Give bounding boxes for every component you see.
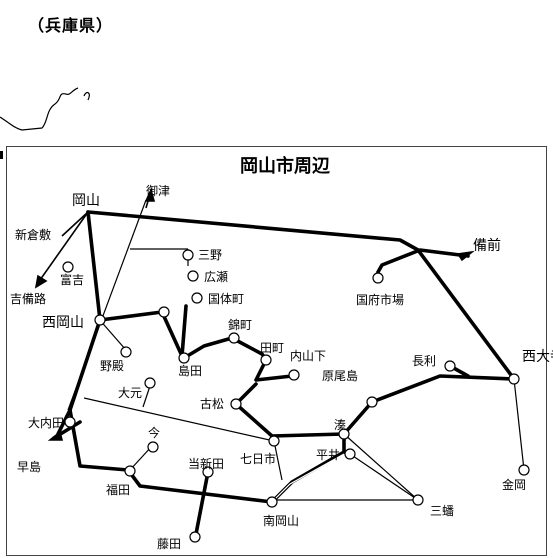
label-minato: 湊 — [334, 418, 347, 432]
station-haraoshima — [366, 396, 378, 408]
station-hirai — [344, 448, 356, 460]
station-kanaoka — [518, 464, 530, 476]
station-kokufu — [372, 272, 384, 284]
station-imamura — [147, 441, 159, 453]
station-minato — [338, 428, 350, 440]
station-fukuda — [124, 465, 136, 477]
label-mino: 三野 — [198, 248, 223, 262]
road-double-line — [269, 453, 345, 505]
label-okayama: 岡山 — [72, 193, 100, 209]
station-nanokaichi — [268, 435, 280, 447]
label-hirai: 平井 — [316, 448, 341, 462]
station-hirose — [187, 270, 199, 282]
label-minamiokayama: 南岡山 — [263, 514, 300, 528]
label-nodono: 野殿 — [100, 359, 125, 373]
label-nishikimachi: 錦町 — [228, 318, 253, 332]
map-frame — [6, 146, 547, 556]
station-ohmoto — [144, 377, 156, 389]
road-furumatsu — [234, 382, 346, 438]
arrows — [34, 187, 475, 441]
label-ouchida: 大内田 — [28, 416, 65, 430]
road-toshinden — [194, 470, 210, 536]
stations — [62, 249, 530, 543]
label-toshinden: 当新田 — [188, 457, 225, 471]
label-kibiji: 吉備路 — [10, 292, 47, 306]
station-shimada — [178, 352, 190, 364]
station-saidaiji — [508, 373, 520, 385]
station-minamiokayama — [266, 496, 278, 508]
road-okayama-bizen — [86, 210, 516, 381]
label-haraoshima: 原尾島 — [322, 369, 359, 383]
station-nishiokayama — [94, 314, 106, 326]
arrow-kibiji-head — [34, 274, 48, 289]
label-shimada: 島田 — [178, 364, 203, 378]
station-nishikimachi — [228, 332, 240, 344]
arrow-bizen-head — [456, 250, 475, 262]
road-minato — [342, 374, 516, 436]
label-misu: 御津 — [146, 184, 171, 198]
label-hayashima: 早島 — [17, 460, 42, 474]
label-tomiyoshi: 富吉 — [60, 273, 85, 287]
station-tomiyoshi — [62, 261, 74, 273]
label-kokutaicho: 国体町 — [208, 292, 245, 306]
label-imamura: 今 — [148, 426, 161, 440]
label-furumatsu: 古松 — [200, 397, 225, 411]
road-west-inner — [98, 304, 188, 358]
station-west-loop — [158, 306, 170, 318]
road-kanaoka — [513, 378, 525, 471]
station-nodono — [120, 346, 132, 358]
station-mino — [182, 249, 194, 261]
thick-roads — [52, 210, 516, 536]
station-ouchida — [64, 416, 76, 428]
label-ohmoto: 大元 — [118, 386, 143, 400]
road-hirai-mitsu — [349, 453, 419, 501]
label-fujita: 藤田 — [157, 537, 182, 551]
station-mitsu — [412, 494, 424, 506]
road-mitsu — [343, 433, 419, 501]
label-fukuda: 福田 — [106, 483, 131, 497]
label-nagatoshi: 長利 — [412, 354, 437, 368]
road-tamachi — [254, 358, 294, 382]
coastline — [0, 87, 90, 131]
label-saidaiji: 西大寺 — [522, 349, 553, 365]
arrow-hayashima-head — [47, 430, 64, 441]
map-title: 岡山市周辺 — [240, 156, 330, 177]
prefecture-label: （兵庫県） — [28, 16, 114, 35]
arrow-shinkurashiki-line — [61, 211, 89, 237]
label-shinkurashiki: 新倉敷 — [15, 228, 52, 242]
road-ohmoto — [83, 397, 275, 442]
arrow-misu-head — [144, 187, 156, 202]
station-tamachi — [260, 354, 272, 366]
label-nishiokayama: 西岡山 — [42, 315, 84, 331]
road-kokufu — [376, 248, 470, 274]
road-nanokaichi — [273, 440, 283, 481]
label-kanaoka: 金岡 — [502, 478, 527, 492]
arrow-kibiji-line — [39, 211, 89, 281]
road-ohmoto-spur — [142, 385, 151, 408]
label-kokufu: 国府市場 — [356, 293, 405, 307]
station-kokutaicho — [191, 292, 203, 304]
road-okayama-south — [56, 210, 102, 436]
road-west-south — [68, 408, 346, 504]
label-uchisange: 内山下 — [290, 349, 327, 363]
station-fujita — [189, 531, 201, 543]
corner-mark — [0, 151, 3, 159]
label-nanokaichi: 七日市 — [240, 452, 277, 466]
label-mitsu: 三蟠 — [430, 504, 455, 518]
label-tamachi: 田町 — [260, 341, 285, 355]
station-uchisange — [288, 369, 300, 381]
station-furumatsu — [230, 398, 242, 410]
label-bizen: 備前 — [473, 238, 501, 254]
station-nagatoshi — [444, 360, 456, 372]
station-toshinden — [202, 466, 214, 478]
label-hirose: 広瀬 — [204, 270, 229, 284]
